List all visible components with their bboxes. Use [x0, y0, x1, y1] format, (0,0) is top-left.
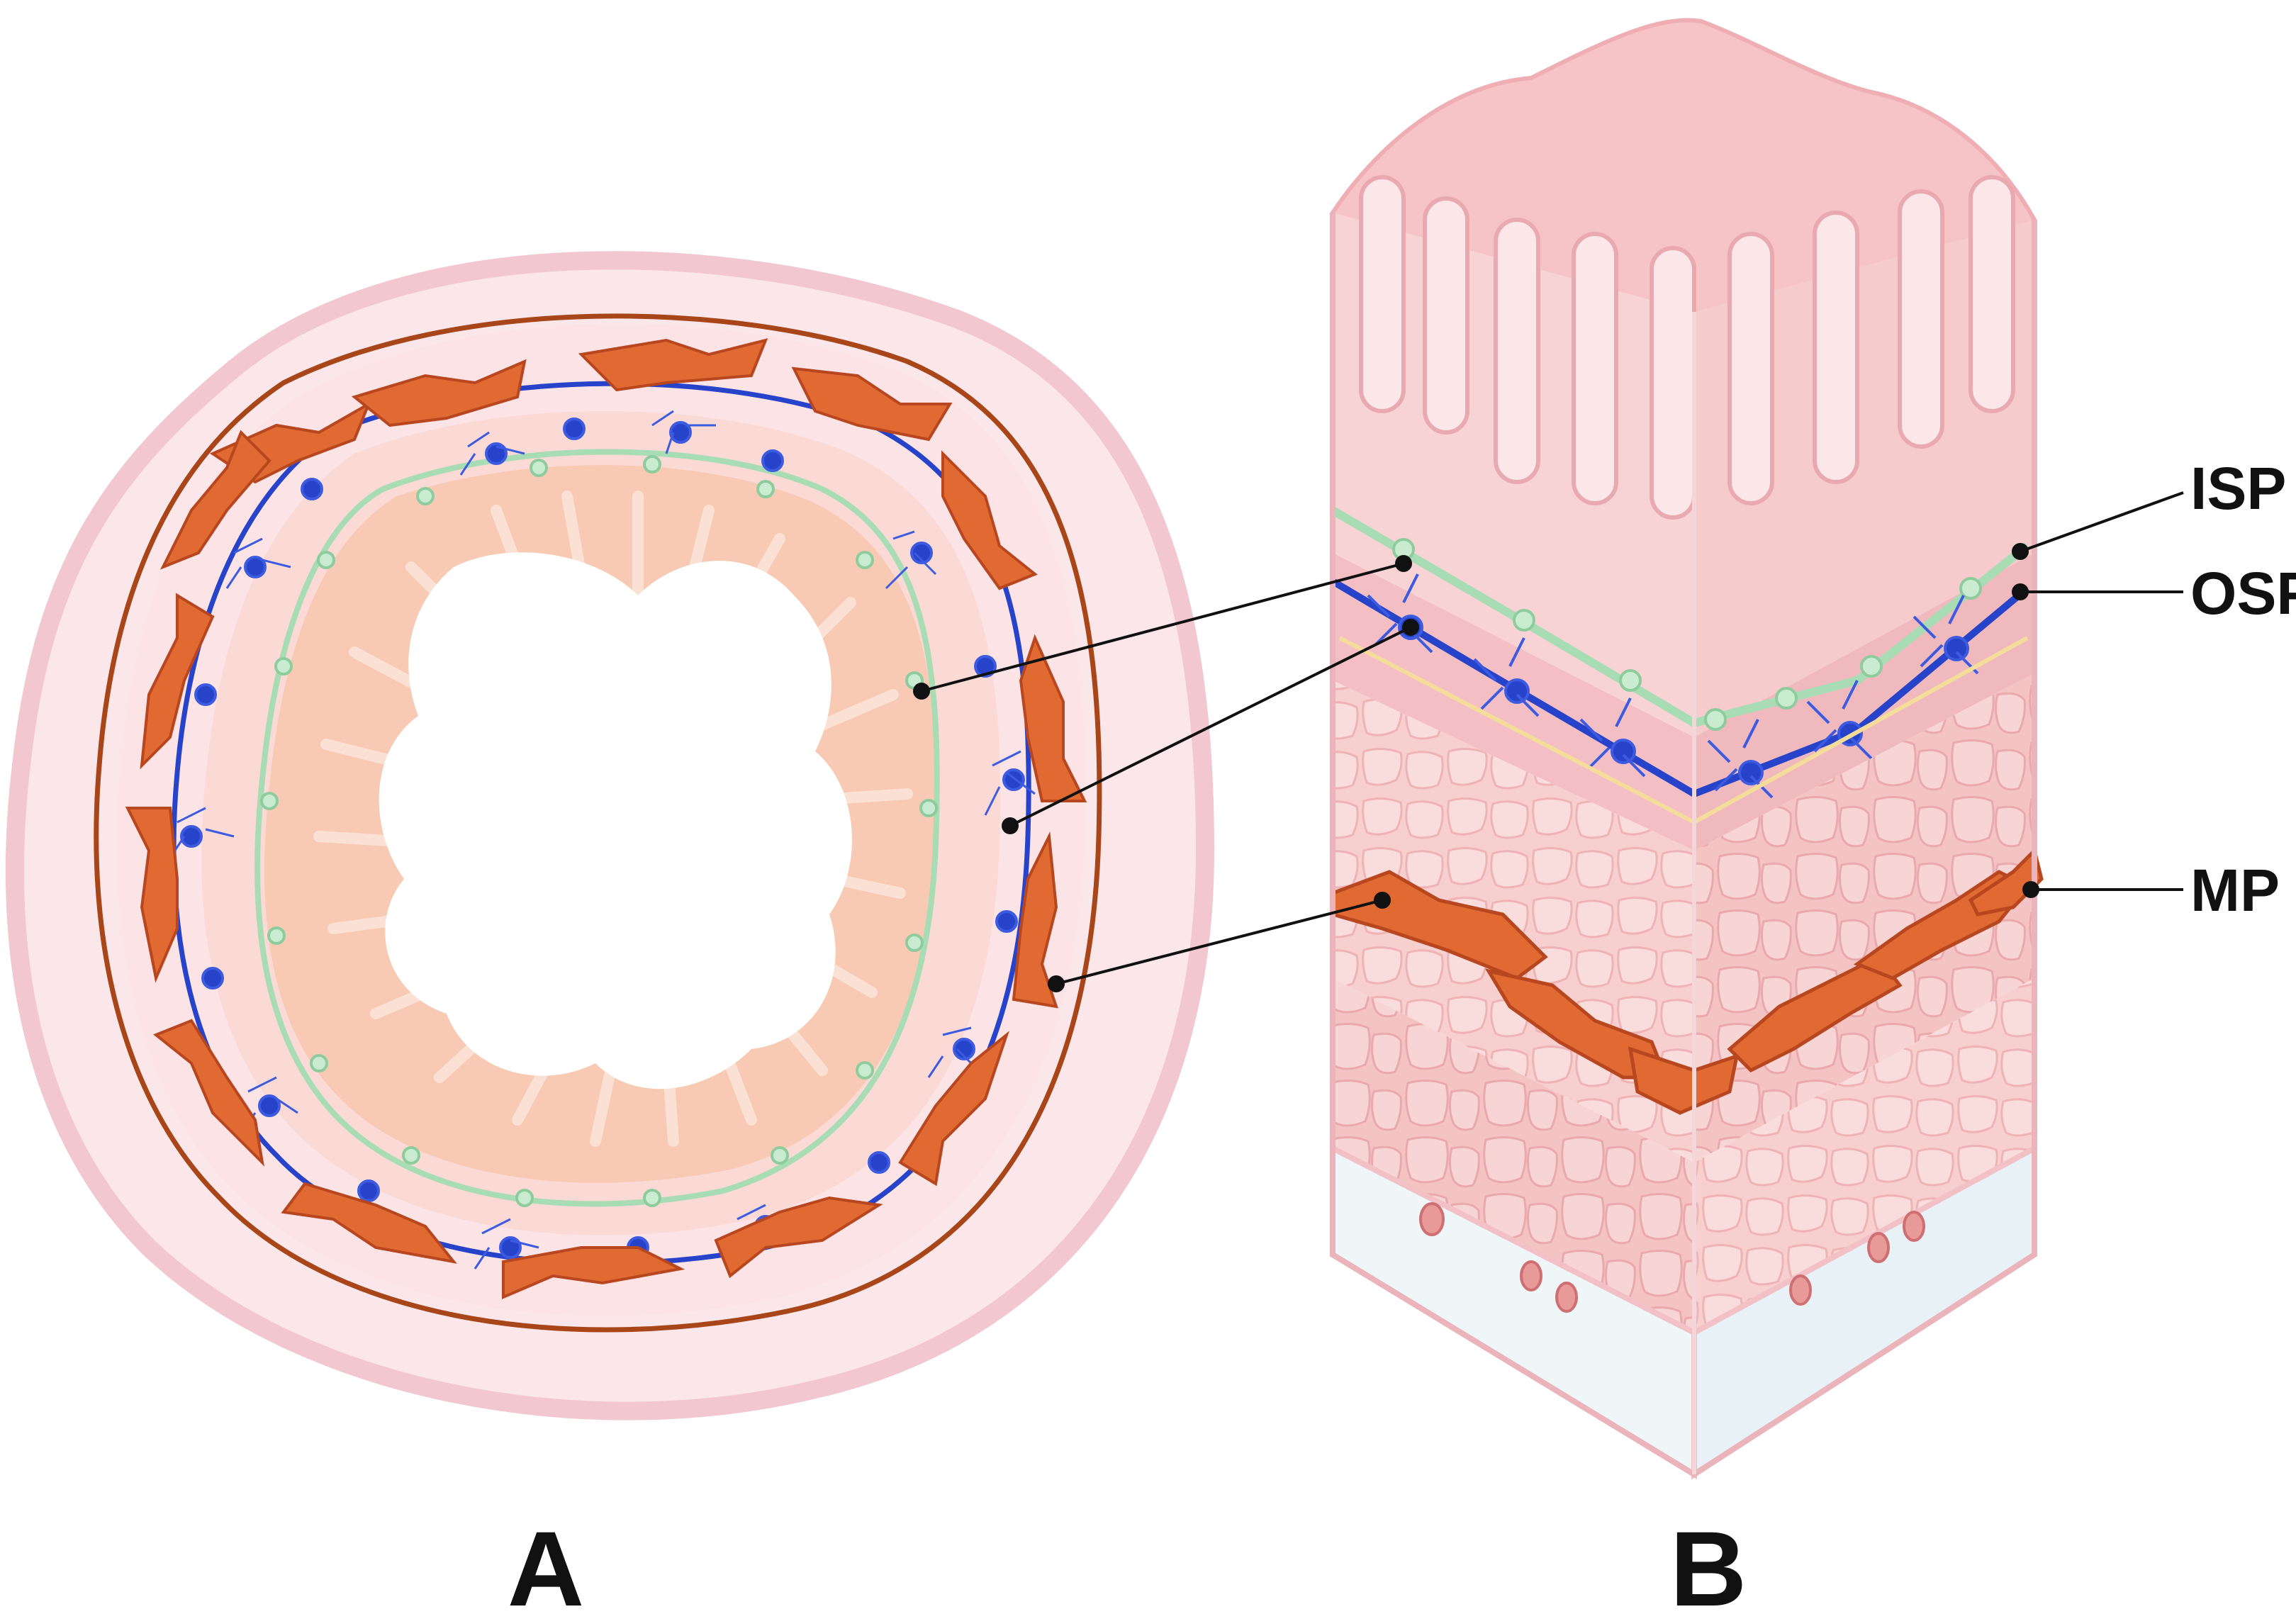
leader-dots: [913, 543, 2039, 992]
mucosa-right-face: [1694, 220, 2034, 737]
mp-ring-a: [94, 313, 1102, 1333]
isp-marker-a: [913, 683, 930, 700]
isp-neurons-b: [1392, 538, 1982, 731]
isp-neurons-a: [260, 455, 938, 1207]
intestinal-crypts: [1359, 175, 2015, 520]
panel-a-letter: A: [508, 1509, 584, 1614]
panel-b-letter: B: [1670, 1509, 1747, 1614]
blood-cells: [1419, 1202, 1925, 1313]
mp-marker-b: [1374, 892, 1391, 909]
osp-dendrites-b: [1367, 573, 1979, 799]
osp-marker-b: [1402, 619, 1419, 636]
panel-a-cross-section: [5, 251, 1215, 1420]
isp-marker-right: [2012, 543, 2029, 560]
osp-label: OSP: [2190, 560, 2296, 627]
osp-marker-a: [1002, 817, 1019, 834]
osp-interstitial-cells-a: [180, 417, 1025, 1259]
osp-marker-right: [2012, 583, 2029, 600]
panel-b-tissue-block: [1330, 18, 2044, 1480]
longitudinal-muscle-left-face: [1333, 978, 1694, 1333]
mp-muscle-cells-a: [125, 338, 1087, 1300]
mp-label: MP: [2190, 857, 2280, 924]
isp-ring-a: [254, 449, 940, 1207]
longitudinal-muscle-right-face: [1694, 978, 2034, 1333]
leader-lines: [921, 491, 2184, 985]
lumen: [379, 552, 853, 1089]
isp-label: ISP: [2190, 455, 2286, 522]
isp-marker-b: [1395, 555, 1412, 572]
mp-marker-right: [2022, 881, 2039, 898]
mp-marker-a: [1048, 975, 1065, 992]
